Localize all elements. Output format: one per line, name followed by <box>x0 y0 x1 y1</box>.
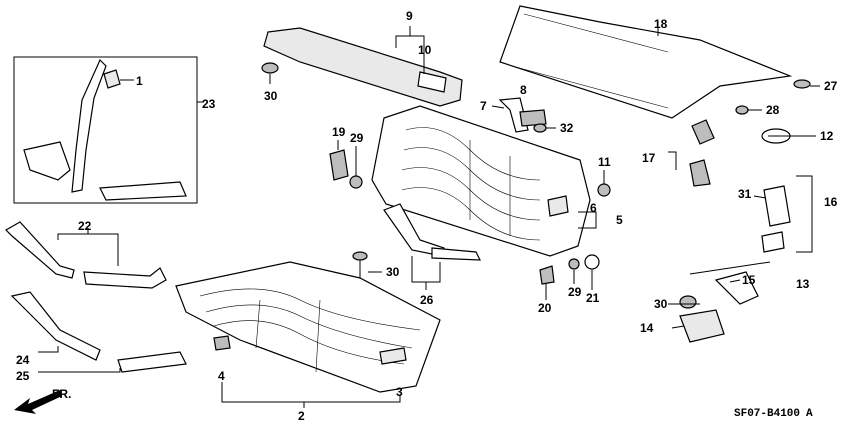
washer-21 <box>584 254 600 270</box>
belt-cover-part <box>103 69 121 89</box>
callout-29-upper: 29 <box>350 131 364 145</box>
rear-trim-panel <box>263 27 463 107</box>
callout-5: 5 <box>616 213 623 227</box>
parcel-shelf <box>499 5 793 119</box>
knob-17-lower <box>689 159 711 187</box>
rear-seatbelt-group <box>13 56 204 204</box>
callout-13: 13 <box>796 277 810 291</box>
parcel-shelf-group <box>499 5 811 119</box>
belt-retractor <box>23 141 71 181</box>
callout-25: 25 <box>16 369 30 383</box>
callout-28: 28 <box>766 103 780 117</box>
callout-32: 32 <box>560 121 574 135</box>
lap-belt-center-right <box>117 351 187 373</box>
callout-19: 19 <box>332 125 346 139</box>
bolt-32 <box>533 123 547 133</box>
knob-17-upper <box>691 119 715 145</box>
callout-23: 23 <box>202 97 216 111</box>
callout-14: 14 <box>640 321 654 335</box>
clip-11 <box>597 183 611 197</box>
callout-20: 20 <box>538 301 552 315</box>
clip-27 <box>793 79 811 89</box>
bracket-right <box>431 247 481 261</box>
rear-shelf-trim-group <box>261 26 463 107</box>
callout-1: 1 <box>136 74 143 88</box>
callout-12: 12 <box>820 129 834 143</box>
callout-labels: 1 2 3 4 5 6 7 8 9 10 11 12 13 14 15 16 1… <box>16 9 838 423</box>
belt-webbing-upper <box>71 58 107 193</box>
seat-cushion-group <box>175 261 441 408</box>
callout-26: 26 <box>420 293 434 307</box>
callout-21: 21 <box>586 291 600 305</box>
trim-clip <box>417 71 447 93</box>
leader-lines <box>337 85 820 329</box>
bumper-19 <box>329 149 349 181</box>
drawing-revision: A <box>806 408 813 420</box>
callout-24: 24 <box>16 353 30 367</box>
front-direction-arrow: FR. <box>14 387 71 414</box>
callout-9: 9 <box>406 9 413 23</box>
bracket-left <box>383 203 445 257</box>
latch-31 <box>763 185 791 227</box>
latch-assembly-group <box>668 119 813 343</box>
bolt-30-mid <box>352 251 368 261</box>
clip-29-lower <box>568 258 580 270</box>
clip-20 <box>539 265 555 285</box>
lap-belts-group <box>5 221 187 373</box>
clip-29-upper <box>349 175 363 189</box>
bolt-30-low <box>679 295 697 309</box>
callout-11: 11 <box>598 155 611 169</box>
seat-cushion <box>175 261 441 393</box>
drawing-code: SF07-B4100 <box>734 408 800 420</box>
callout-3: 3 <box>396 385 403 399</box>
latch-base-16 <box>761 231 785 253</box>
lap-belt-left <box>5 221 75 279</box>
seatback-brackets-group <box>383 203 481 290</box>
callout-30-top: 30 <box>264 89 278 103</box>
callout-7: 7 <box>480 99 487 113</box>
hinge-8 <box>519 109 547 127</box>
callout-15: 15 <box>742 273 756 287</box>
callout-31: 31 <box>738 187 752 201</box>
seatback-latch-cover <box>547 195 569 217</box>
callout-27: 27 <box>824 79 838 93</box>
striker-14 <box>679 309 725 343</box>
callout-30-low: 30 <box>654 297 668 311</box>
clip-28 <box>735 105 749 115</box>
callout-17: 17 <box>642 151 656 165</box>
callout-10: 10 <box>418 43 432 57</box>
callout-22: 22 <box>78 219 92 233</box>
callout-29-lower: 29 <box>568 285 582 299</box>
bracket-7 <box>498 97 529 133</box>
belt-buckle-strap <box>99 181 187 201</box>
cushion-tag-3 <box>379 347 407 365</box>
front-label: FR. <box>52 387 71 401</box>
callout-6: 6 <box>590 201 597 215</box>
callout-30-mid: 30 <box>386 265 400 279</box>
seat-back-group <box>371 97 597 257</box>
lap-belt-center-left <box>10 291 101 361</box>
callout-4: 4 <box>218 369 225 383</box>
hook-4 <box>213 335 231 351</box>
callout-8: 8 <box>520 83 527 97</box>
bolt-30-top <box>261 62 279 74</box>
belt-frame-box <box>13 56 198 204</box>
seat-back <box>371 105 591 257</box>
front-arrow-icon <box>14 390 62 414</box>
lap-belt-right <box>83 267 167 289</box>
callout-2: 2 <box>298 409 305 423</box>
callout-18: 18 <box>654 17 668 31</box>
callout-16: 16 <box>824 195 838 209</box>
latch-bracket-13 <box>714 271 759 305</box>
